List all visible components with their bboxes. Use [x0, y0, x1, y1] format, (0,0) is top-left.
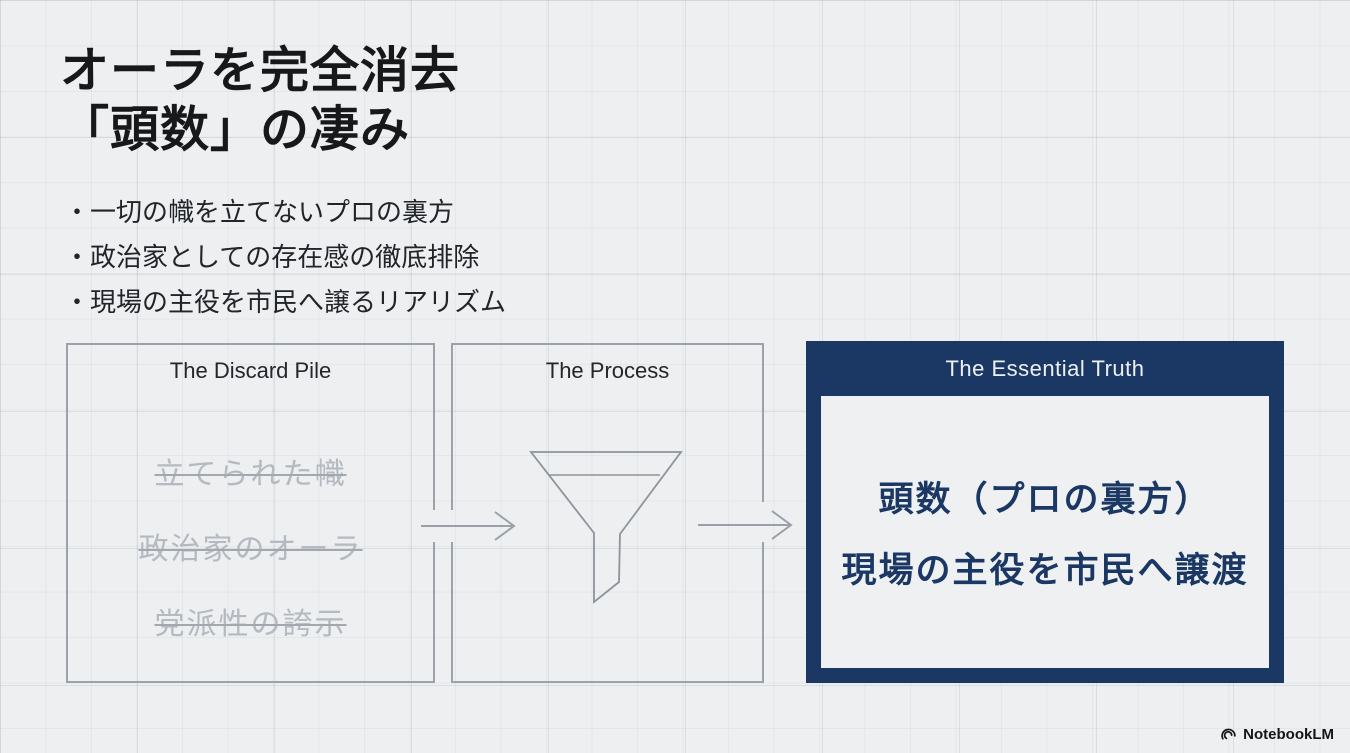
essential-line: 現場の主役を市民へ譲渡: [841, 551, 1249, 590]
page-title-line-2: 「頭数」の凄み: [60, 102, 411, 157]
funnel-icon: [529, 451, 683, 604]
discard-box-title: The Discard Pile: [169, 358, 332, 383]
notebooklm-watermark: NotebookLM: [1220, 726, 1334, 743]
bullet-item: ・現場の主役を市民へ譲るリアリズム: [64, 286, 507, 317]
bullet-list: ・一切の幟を立てないプロの裏方 ・政治家としての存在感の徹底排除 ・現場の主役を…: [64, 190, 506, 325]
essential-box: The Essential Truth 頭数（プロの裏方） 現場の主役を市民へ譲…: [806, 341, 1284, 683]
process-box-title: The Process: [545, 358, 670, 383]
discard-item-struck: 党派性の誇示: [154, 608, 347, 641]
page-title: オーラを完全消去 「頭数」の凄み: [60, 42, 460, 160]
notebooklm-logo-icon: [1221, 728, 1236, 740]
discard-item-struck: 政治家のオーラ: [138, 533, 363, 566]
page-title-line-1: オーラを完全消去: [60, 44, 461, 98]
discard-box: The Discard Pile 立てられた幟 政治家のオーラ 党派性の誇示: [66, 343, 435, 683]
notebooklm-brand-text: NotebookLM: [1243, 726, 1334, 743]
bullet-item: ・政治家としての存在感の徹底排除: [64, 241, 480, 272]
discard-item-struck: 立てられた幟: [154, 458, 347, 491]
discard-item-list: 立てられた幟 政治家のオーラ 党派性の誇示: [68, 449, 433, 643]
flow-arrow-left: [421, 511, 516, 541]
essential-line: 頭数（プロの裏方）: [878, 480, 1212, 519]
essential-inner-panel: 頭数（プロの裏方） 現場の主役を市民へ譲渡: [821, 396, 1269, 668]
essential-box-title: The Essential Truth: [945, 355, 1145, 381]
bullet-item: ・一切の幟を立てないプロの裏方: [64, 197, 455, 227]
flow-arrow-right: [698, 510, 793, 540]
border-gap: [759, 502, 765, 542]
